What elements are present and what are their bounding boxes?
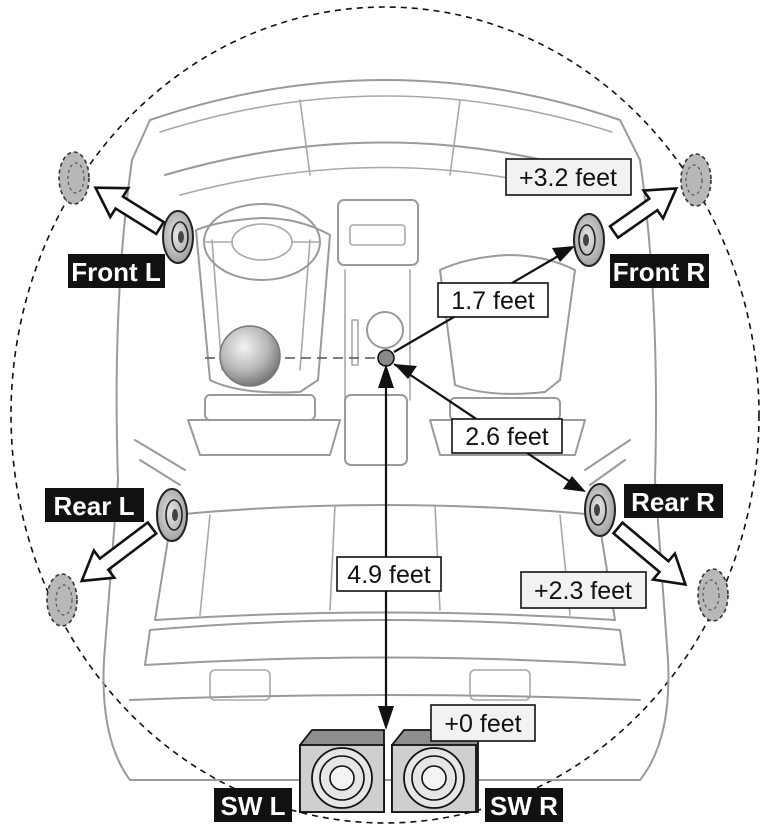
subwoofer-left-icon — [299, 729, 385, 813]
svg-text:Front R: Front R — [613, 257, 706, 287]
svg-text:4.9 feet: 4.9 feet — [347, 561, 430, 589]
listening-circle — [10, 6, 760, 824]
virtual-speaker-rear-right-icon — [697, 568, 729, 622]
delay-arrow-front-right — [608, 186, 679, 240]
svg-text:Rear L: Rear L — [54, 491, 135, 521]
svg-text:SW L: SW L — [221, 791, 286, 821]
distance-label-front-right: 1.7 feet — [437, 282, 549, 318]
label-front-right: Front R — [610, 254, 709, 288]
svg-text:+0 feet: +0 feet — [444, 710, 521, 738]
speaker-front-left-icon — [162, 210, 194, 264]
svg-text:Rear R: Rear R — [631, 487, 715, 517]
svg-text:2.6 feet: 2.6 feet — [465, 423, 548, 451]
distance-line-subwoofer — [378, 364, 394, 730]
delay-arrow-front-left — [93, 186, 166, 236]
svg-text:+2.3 feet: +2.3 feet — [534, 577, 632, 605]
listener-head — [219, 325, 281, 387]
delay-arrow-rear-left — [79, 520, 159, 583]
virtual-speaker-front-right-icon — [680, 153, 712, 207]
speaker-front-right-icon — [573, 213, 605, 267]
label-rear-left: Rear L — [45, 488, 144, 522]
svg-text:+3.2 feet: +3.2 feet — [519, 164, 617, 192]
distance-label-rear-right: 2.6 feet — [451, 418, 563, 454]
svg-text:Front L: Front L — [71, 257, 161, 287]
label-front-left: Front L — [68, 254, 165, 288]
subwoofer-right-icon — [391, 729, 479, 813]
listening-position-dot — [377, 349, 395, 367]
speaker-rear-left-icon — [156, 488, 188, 542]
speaker-rear-right-icon — [584, 483, 616, 537]
offset-label-subwoofer: +0 feet — [430, 704, 536, 742]
delay-arrow-rear-right — [611, 520, 688, 587]
svg-text:1.7 feet: 1.7 feet — [451, 287, 534, 315]
car-body — [102, 79, 670, 781]
offset-label-rear-right: +2.3 feet — [520, 571, 647, 609]
offset-label-front-right: +3.2 feet — [505, 158, 632, 196]
virtual-speaker-front-left-icon — [58, 151, 90, 205]
label-subwoofer-left: SW L — [214, 788, 292, 822]
distance-label-subwoofer: 4.9 feet — [336, 556, 442, 592]
label-rear-right: Rear R — [624, 484, 723, 518]
virtual-speaker-rear-left-icon — [46, 573, 78, 627]
label-subwoofer-right: SW R — [485, 788, 563, 822]
svg-text:SW R: SW R — [490, 791, 558, 821]
